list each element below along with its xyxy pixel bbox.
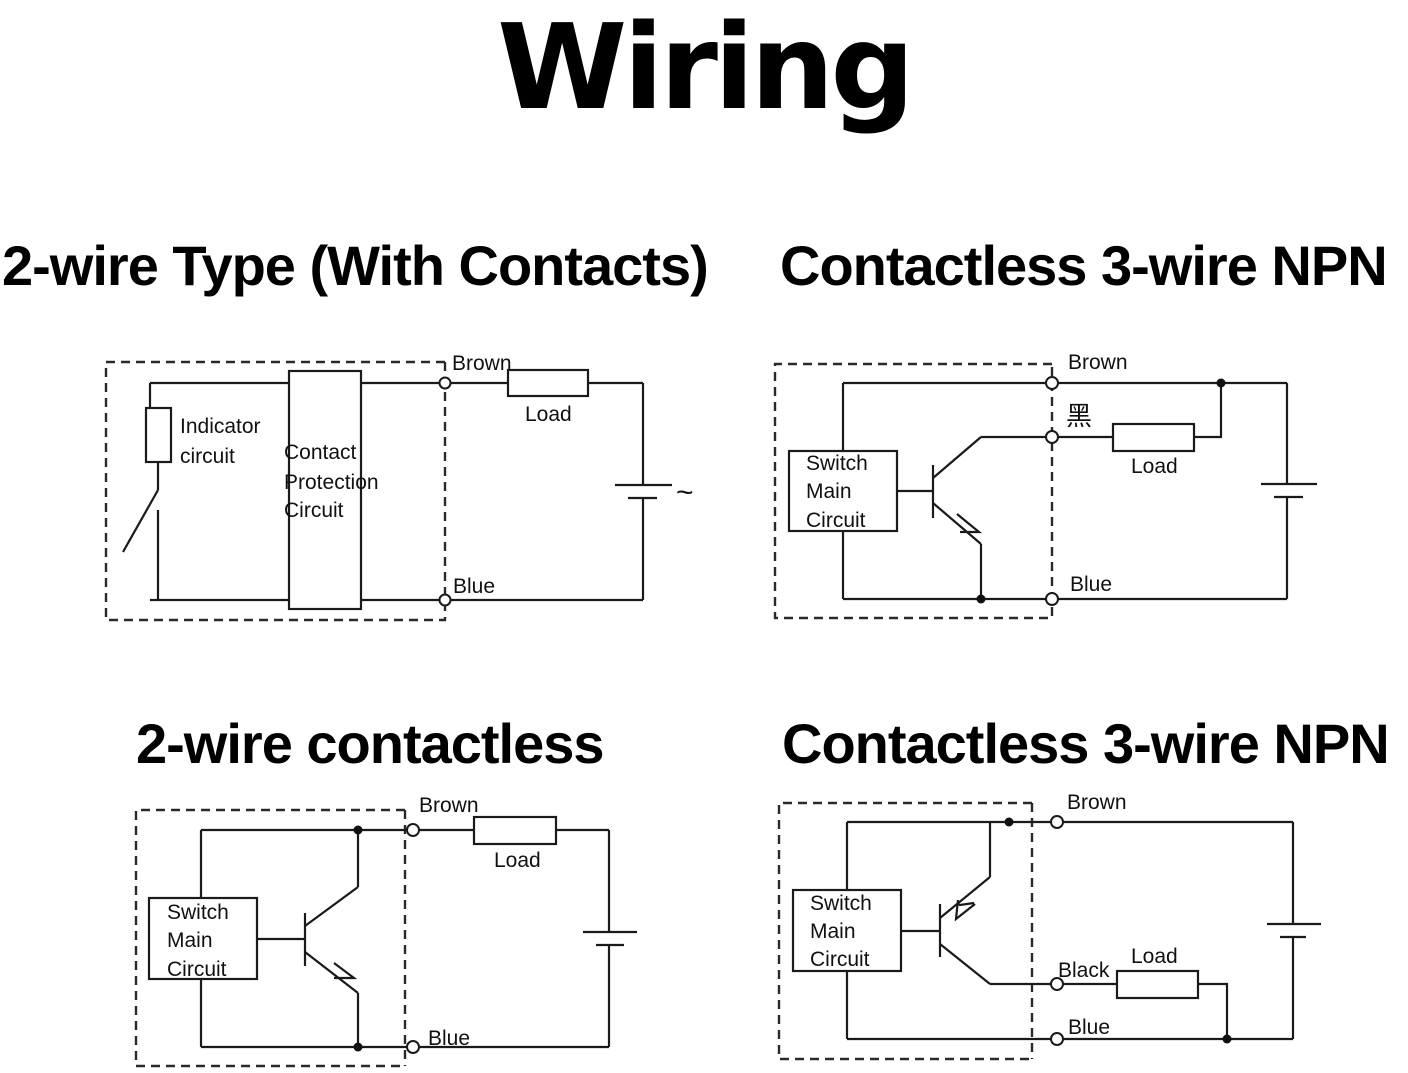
load-label: Load bbox=[1131, 945, 1178, 968]
sensor-enclosure-boundary bbox=[104, 360, 447, 622]
blue-label: Blue bbox=[428, 1027, 470, 1050]
sensor-enclosure-boundary bbox=[777, 801, 1032, 1061]
junction-dot bbox=[353, 825, 363, 835]
indicator-label: circuit bbox=[180, 445, 235, 468]
blue-label: Blue bbox=[1070, 573, 1112, 596]
junction-dot bbox=[1222, 1034, 1232, 1044]
wire bbox=[1198, 982, 1229, 1039]
brown-terminal bbox=[1050, 815, 1064, 829]
blue-terminal bbox=[1050, 1032, 1064, 1046]
load-resistor bbox=[1115, 969, 1200, 1000]
diagram-2wire-contactless: Brown Blue Load Switch Main Circuit bbox=[134, 794, 637, 1068]
ac-source-icon: ~ bbox=[676, 476, 694, 509]
wire bbox=[1194, 383, 1223, 439]
switch-label: Main bbox=[806, 480, 852, 503]
junction-dot bbox=[1004, 817, 1014, 827]
diagram-3wire-npn-top: Brown 黑 Blue Load Switch Main Circuit bbox=[773, 351, 1317, 620]
diagram-heading-2wire-contactless: 2-wire contactless bbox=[136, 712, 605, 775]
blue-label: Blue bbox=[1068, 1016, 1110, 1039]
pnp-transistor-icon bbox=[938, 822, 1051, 986]
switch-main-circuit-block bbox=[787, 449, 899, 533]
black-label: 黑 bbox=[1066, 401, 1092, 431]
diagram-2wire-contacts: Brown Blue Load Indicator circuit Contac… bbox=[104, 352, 694, 622]
contact-protection-block bbox=[287, 369, 363, 611]
black-label: Black bbox=[1058, 959, 1110, 982]
switch-contact-icon bbox=[122, 489, 159, 553]
load-label: Load bbox=[525, 403, 572, 426]
switch-label: Switch bbox=[810, 892, 872, 915]
blue-label: Blue bbox=[453, 575, 495, 598]
diagram-3wire-npn-bottom: Brown Black Blue Load Switch Main Circui… bbox=[777, 791, 1321, 1061]
switch-label: Circuit bbox=[167, 958, 227, 981]
protection-label: Contact bbox=[284, 441, 357, 464]
sensor-enclosure-boundary bbox=[773, 362, 1054, 620]
brown-terminal bbox=[438, 376, 452, 390]
junction-dot bbox=[1216, 378, 1226, 388]
diagram-heading-3wire-npn-top: Contactless 3-wire NPN bbox=[780, 234, 1388, 297]
switch-main-circuit-block bbox=[147, 896, 259, 981]
load-label: Load bbox=[494, 849, 541, 872]
switch-label: Main bbox=[810, 920, 856, 943]
page-title: Wiring bbox=[497, 0, 915, 136]
black-terminal bbox=[1045, 430, 1059, 444]
npn-transistor-icon bbox=[931, 435, 1046, 599]
indicator-element bbox=[144, 406, 173, 464]
load-resistor bbox=[506, 368, 590, 398]
switch-label: Circuit bbox=[810, 948, 870, 971]
protection-label: Circuit bbox=[284, 499, 344, 522]
switch-label: Switch bbox=[806, 452, 868, 475]
switch-label: Circuit bbox=[806, 509, 866, 532]
switch-label: Switch bbox=[167, 901, 229, 924]
load-resistor bbox=[1111, 422, 1196, 453]
switch-label: Main bbox=[167, 929, 213, 952]
brown-terminal bbox=[406, 823, 420, 837]
brown-label: Brown bbox=[452, 352, 512, 375]
diagram-heading-2wire-contacts: 2-wire Type (With Contacts) bbox=[2, 234, 709, 297]
sensor-enclosure-boundary bbox=[134, 808, 405, 1068]
brown-terminal bbox=[1045, 376, 1059, 390]
load-label: Load bbox=[1131, 455, 1178, 478]
black-terminal bbox=[1050, 977, 1064, 991]
junction-dot bbox=[353, 1042, 363, 1052]
blue-terminal bbox=[438, 593, 452, 607]
npn-transistor-icon bbox=[303, 830, 360, 1047]
blue-terminal bbox=[1045, 592, 1059, 606]
brown-label: Brown bbox=[1067, 791, 1127, 814]
brown-label: Brown bbox=[419, 794, 479, 817]
protection-label: Protection bbox=[284, 471, 379, 494]
blue-terminal bbox=[406, 1040, 420, 1054]
brown-label: Brown bbox=[1068, 351, 1128, 374]
indicator-label: Indicator bbox=[180, 415, 261, 438]
junction-dot bbox=[976, 594, 986, 604]
diagram-heading-3wire-npn-bottom: Contactless 3-wire NPN bbox=[782, 712, 1390, 775]
load-resistor bbox=[472, 815, 558, 846]
